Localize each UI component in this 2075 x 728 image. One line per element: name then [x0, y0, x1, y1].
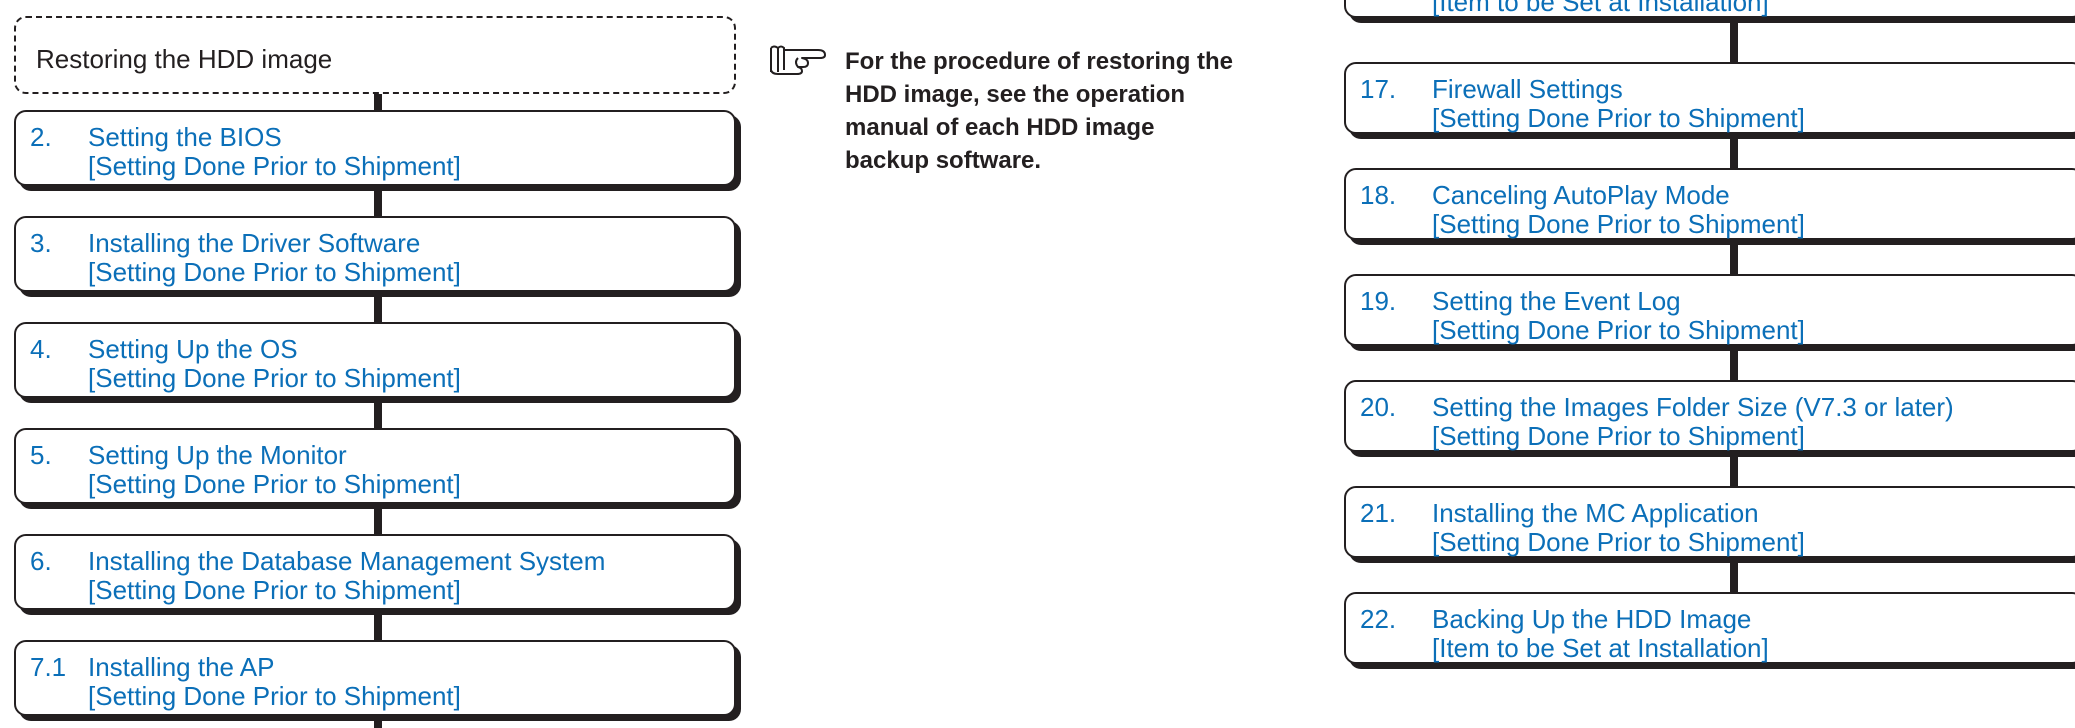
step-number: 5.: [30, 440, 52, 470]
step-title: Setting the Event Log: [1432, 286, 1681, 316]
step-title: Setting the BIOS: [88, 122, 282, 152]
step-box-19: 19. Setting the Event Log [Setting Done …: [1344, 274, 2075, 346]
connector: [374, 94, 382, 110]
pointing-hand-icon: [770, 45, 826, 75]
step-status: [Setting Done Prior to Shipment]: [1432, 527, 1805, 557]
step-box-3: 3. Installing the Driver Software [Setti…: [14, 216, 736, 292]
step-number: 18.: [1360, 180, 1397, 210]
connector: [1730, 18, 1738, 62]
connector: [1730, 346, 1738, 380]
step-number: 20.: [1360, 392, 1397, 422]
step-status: [Item to be Set at Installation]: [1432, 633, 1769, 663]
step-title: Installing the AP: [88, 652, 275, 682]
step-status: [Setting Done Prior to Shipment]: [1432, 315, 1805, 345]
connector: [1730, 558, 1738, 592]
step-title: Canceling AutoPlay Mode: [1432, 180, 1730, 210]
step-number: 3.: [30, 228, 52, 258]
step-title: Setting Up the Monitor: [88, 440, 347, 470]
step-box-7-1: 7.1 Installing the AP [Setting Done Prio…: [14, 640, 736, 716]
step-box-2: 2. Setting the BIOS [Setting Done Prior …: [14, 110, 736, 186]
step-number: 4.: [30, 334, 52, 364]
step-status: [Item to be Set at Installation]: [1432, 0, 1769, 17]
step-box-6: 6. Installing the Database Management Sy…: [14, 534, 736, 610]
connector: [374, 504, 382, 534]
step-box-20: 20. Setting the Images Folder Size (V7.3…: [1344, 380, 2075, 452]
step-status: [Setting Done Prior to Shipment]: [88, 257, 461, 287]
step-status: [Setting Done Prior to Shipment]: [88, 575, 461, 605]
step-title: Setting Up the OS: [88, 334, 298, 364]
connector: [1730, 240, 1738, 274]
restore-hdd-image-box: Restoring the HDD image: [14, 16, 736, 94]
step-status: [Setting Done Prior to Shipment]: [88, 681, 461, 711]
step-box-partial: [Item to be Set at Installation]: [1344, 0, 2075, 18]
restore-hdd-image-label: Restoring the HDD image: [36, 44, 333, 74]
step-box-17: 17. Firewall Settings [Setting Done Prio…: [1344, 62, 2075, 134]
step-number: 2.: [30, 122, 52, 152]
step-status: [Setting Done Prior to Shipment]: [1432, 209, 1805, 239]
connector: [374, 716, 382, 728]
step-title: Installing the Driver Software: [88, 228, 421, 258]
step-box-18: 18. Canceling AutoPlay Mode [Setting Don…: [1344, 168, 2075, 240]
step-box-5: 5. Setting Up the Monitor [Setting Done …: [14, 428, 736, 504]
step-title: Installing the MC Application: [1432, 498, 1759, 528]
step-box-4: 4. Setting Up the OS [Setting Done Prior…: [14, 322, 736, 398]
step-title: Setting the Images Folder Size (V7.3 or …: [1432, 392, 1954, 422]
step-status: [Setting Done Prior to Shipment]: [1432, 103, 1805, 133]
note-text: For the procedure of restoring the HDD i…: [845, 48, 1234, 174]
step-number: 17.: [1360, 74, 1397, 104]
connector: [1730, 134, 1738, 168]
step-box-22: 22. Backing Up the HDD Image [Item to be…: [1344, 592, 2075, 664]
step-number: 7.1: [30, 652, 67, 682]
connector: [374, 292, 382, 322]
step-status: [Setting Done Prior to Shipment]: [1432, 421, 1805, 451]
step-status: [Setting Done Prior to Shipment]: [88, 151, 461, 181]
step-number: 21.: [1360, 498, 1397, 528]
step-status: [Setting Done Prior to Shipment]: [88, 469, 461, 499]
step-title: Backing Up the HDD Image: [1432, 604, 1752, 634]
step-status: [Setting Done Prior to Shipment]: [88, 363, 461, 393]
step-number: 19.: [1360, 286, 1397, 316]
step-title: Installing the Database Management Syste…: [88, 546, 606, 576]
connector: [374, 398, 382, 428]
step-number: 6.: [30, 546, 52, 576]
connector: [374, 610, 382, 640]
connector: [374, 186, 382, 216]
step-title: Firewall Settings: [1432, 74, 1623, 104]
step-number: 22.: [1360, 604, 1397, 634]
connector: [1730, 452, 1738, 486]
step-box-21: 21. Installing the MC Application [Setti…: [1344, 486, 2075, 558]
